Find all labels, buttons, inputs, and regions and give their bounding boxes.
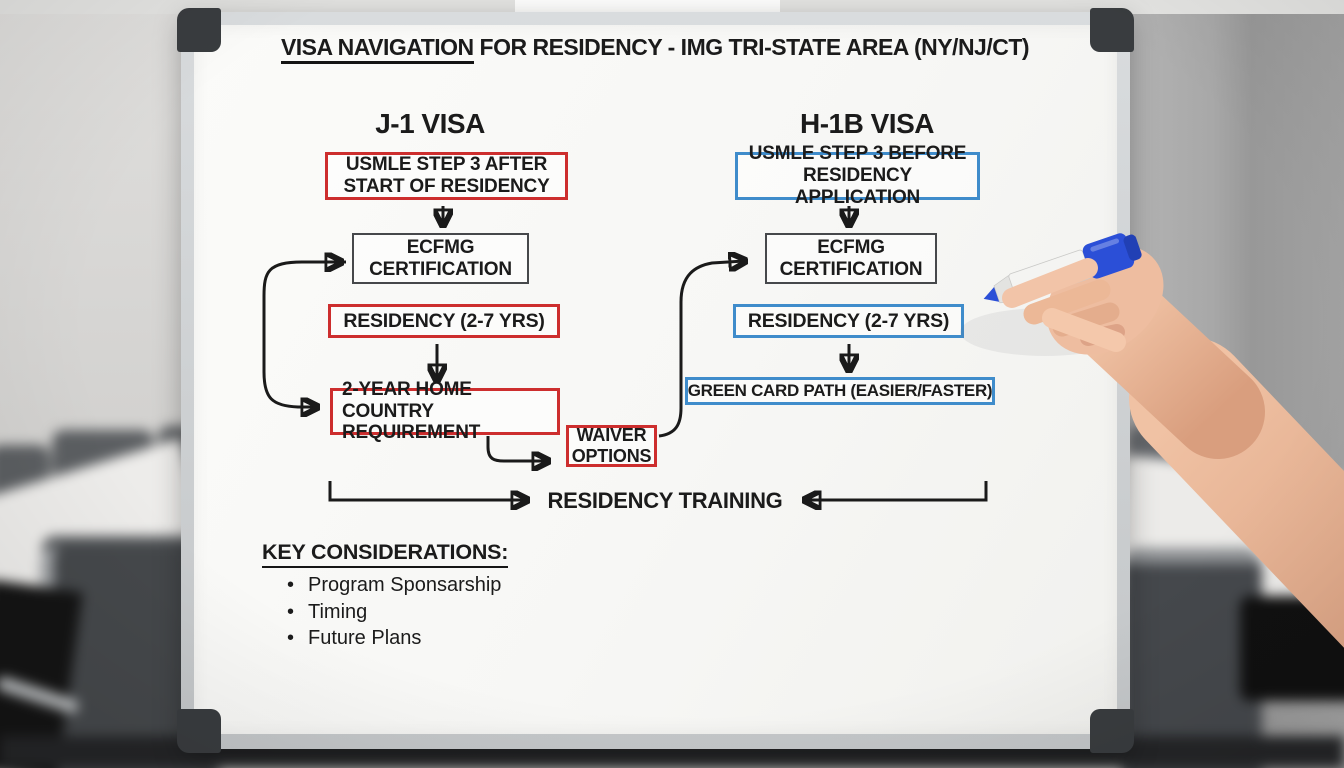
- box-usmle-step3-after: USMLE STEP 3 AFTER START OF RESIDENCY: [325, 152, 568, 200]
- ceiling-light-panel: [515, 0, 780, 12]
- box-ecfmg-certification-j1: ECFMG CERTIFICATION: [352, 233, 529, 284]
- box-residency-h1b: RESIDENCY (2-7 YRS): [733, 304, 964, 338]
- title-underlined-part: VISA NAVIGATION: [280, 34, 474, 64]
- box-waiver-options: WAIVER OPTIONS: [566, 425, 657, 467]
- board-corner-cap: [177, 8, 221, 52]
- key-considerations-list: Program Sponsarship Timing Future Plans: [285, 572, 501, 652]
- page-title: VISA NAVIGATION FOR RESIDENCY - IMG TRI-…: [194, 34, 1116, 64]
- arrow-waiver-to-ecfmg-h1b-icon: [658, 261, 744, 438]
- key-consideration-item: Program Sponsarship: [285, 572, 501, 599]
- box-2year-home-country: 2-YEAR HOME COUNTRY REQUIREMENT: [330, 379, 560, 443]
- residency-training-label: RESIDENCY TRAINING: [547, 488, 783, 513]
- box-usmle-step3-before: USMLE STEP 3 BEFORE RESIDENCY APPLICATIO…: [735, 143, 980, 208]
- arrow-left-to-residency-training-icon: [328, 481, 526, 500]
- board-corner-cap: [177, 709, 221, 753]
- board-corner-cap: [1090, 8, 1134, 52]
- box-green-card-path: GREEN CARD PATH (EASIER/FASTER): [685, 377, 995, 405]
- key-consideration-item: Future Plans: [285, 625, 501, 652]
- column-header-h1b-visa: H-1B VISA: [800, 108, 934, 139]
- key-considerations-heading: KEY CONSIDERATIONS:: [262, 540, 508, 568]
- title-rest: FOR RESIDENCY - IMG TRI-STATE AREA (NY/N…: [473, 34, 1030, 60]
- arrow-right-to-residency-training-icon: [806, 481, 988, 500]
- key-consideration-item: Timing: [285, 599, 501, 626]
- item-timing: Timing: [308, 600, 368, 623]
- item-program-sponsorship: Program Sponsarship: [308, 574, 502, 596]
- box-ecfmg-certification-h1b: ECFMG CERTIFICATION: [765, 233, 937, 284]
- column-header-j1-visa: J-1 VISA: [375, 108, 485, 139]
- board-corner-cap: [1090, 709, 1134, 753]
- box-residency-j1: RESIDENCY (2-7 YRS): [328, 304, 560, 338]
- item-future-plans: Future Plans: [308, 627, 422, 649]
